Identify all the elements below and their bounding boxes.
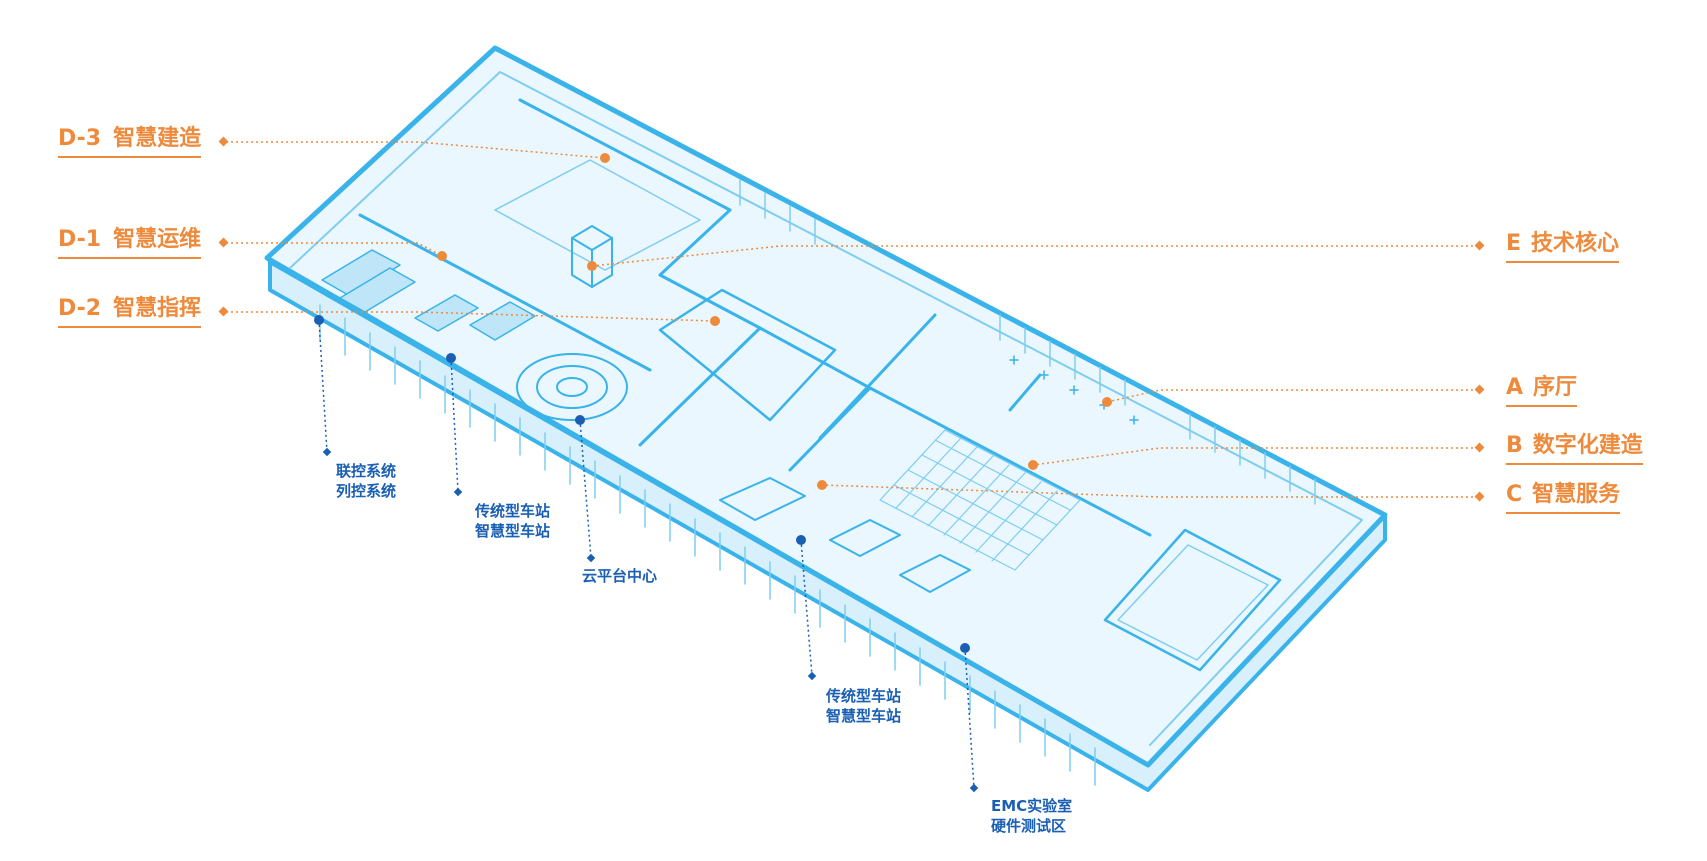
zone-code-d3: D-3 [58, 126, 102, 151]
zone-name-d1: 智慧运维 [113, 227, 202, 252]
zone-name-b: 数字化建造 [1532, 433, 1643, 458]
leader-d3 [226, 141, 606, 159]
facility-line: 智慧型车站 [826, 707, 902, 725]
zone-diamond-d2 [218, 306, 229, 317]
zone-label-d2: D-2 智慧指挥 [58, 296, 202, 328]
zone-name-d3: 智慧建造 [113, 126, 202, 151]
leader-d1 [226, 242, 443, 257]
exhibition-rooms [658, 288, 1282, 672]
zone-diamond-c [1474, 491, 1485, 502]
facility-dot-interlock [314, 315, 324, 325]
zone-label-c: C 智慧服务 [1506, 482, 1621, 514]
facility-label-cloud: 云平台中心 [582, 566, 657, 586]
inner-wall-top [289, 71, 1363, 746]
facility-dot-station-2 [796, 535, 806, 545]
zone-code-b: B [1506, 433, 1523, 458]
zone-code-d1: D-1 [58, 227, 102, 252]
zone-diamond-d3 [218, 136, 229, 147]
facility-line: 硬件测试区 [991, 817, 1067, 835]
zone-name-d2: 智慧指挥 [113, 296, 202, 321]
zone-label-a: A 序厅 [1506, 375, 1578, 407]
leader-interlock [318, 319, 328, 453]
zone-dot-d1 [437, 251, 447, 261]
leader-emc [964, 647, 975, 789]
zone-label-d3: D-3 智慧建造 [58, 126, 202, 158]
leader-station-1 [450, 357, 459, 493]
lobby-markers [1009, 355, 1139, 425]
facility-diamond-cloud [586, 553, 596, 563]
facility-dot-cloud [575, 415, 585, 425]
facility-diamond-emc [969, 783, 979, 793]
digital-construction-grid [879, 429, 1081, 571]
facility-leader-lines [318, 319, 975, 789]
facility-dot-emc [960, 643, 970, 653]
zone-dot-d2 [710, 316, 720, 326]
zone-name-a: 序厅 [1533, 375, 1578, 400]
partition-walls [358, 98, 1152, 537]
building-structure [264, 45, 1388, 792]
zone-diamond-a [1474, 384, 1485, 395]
facility-dot-station-1 [446, 353, 456, 363]
facility-diamond-station-1 [453, 487, 463, 497]
outer-wall-top [264, 45, 1388, 768]
zone-label-b: B 数字化建造 [1506, 433, 1643, 465]
leader-a [1106, 389, 1478, 403]
zone-name-c: 智慧服务 [1532, 482, 1621, 507]
facility-diamond-interlock [322, 447, 332, 457]
presentation-platform [494, 159, 701, 271]
zone-markers [218, 136, 1485, 502]
facility-line: EMC实验室 [991, 797, 1073, 815]
facility-label-emc: EMC实验室 硬件测试区 [991, 796, 1072, 836]
facility-markers [314, 315, 979, 793]
facility-line: 联控系统 [336, 462, 397, 480]
zone-diamond-d1 [218, 237, 229, 248]
zone-code-e: E [1506, 231, 1522, 256]
zone-dot-c [817, 480, 827, 490]
facility-label-interlock: 联控系统 列控系统 [336, 461, 396, 501]
facility-label-station-2: 传统型车站 智慧型车站 [826, 686, 901, 726]
zone-label-e: E 技术核心 [1506, 231, 1620, 263]
zone-diamond-e [1474, 240, 1485, 251]
leader-c [821, 484, 1478, 498]
zone-dot-d3 [600, 153, 610, 163]
zone-leader-lines [226, 141, 1478, 498]
facade-windows [319, 304, 1096, 786]
zone-code-a: A [1506, 375, 1524, 400]
leader-b [1032, 447, 1478, 466]
zone-label-d1: D-1 智慧运维 [58, 227, 202, 259]
zone-name-e: 技术核心 [1531, 231, 1620, 256]
facility-line: 智慧型车站 [475, 522, 551, 540]
cloud-platform-console [516, 353, 628, 421]
back-wall-windows [739, 179, 1316, 505]
zone-code-c: C [1506, 482, 1523, 507]
facility-line: 列控系统 [336, 482, 397, 500]
station-booths [719, 477, 971, 593]
zone-code-d2: D-2 [58, 296, 102, 321]
facility-label-station-1: 传统型车站 智慧型车站 [475, 501, 550, 541]
facility-diamond-station-2 [807, 671, 817, 681]
zone-dot-a [1102, 397, 1112, 407]
zone-dot-b [1028, 460, 1038, 470]
facility-line: 传统型车站 [826, 687, 902, 705]
zone-diamond-b [1474, 442, 1485, 453]
zone-dot-e [587, 261, 597, 271]
leader-cloud [579, 419, 592, 559]
floor-slab [267, 48, 1385, 765]
facility-line: 传统型车站 [475, 502, 551, 520]
facility-line: 云平台中心 [582, 567, 658, 585]
leader-d2 [226, 311, 716, 322]
